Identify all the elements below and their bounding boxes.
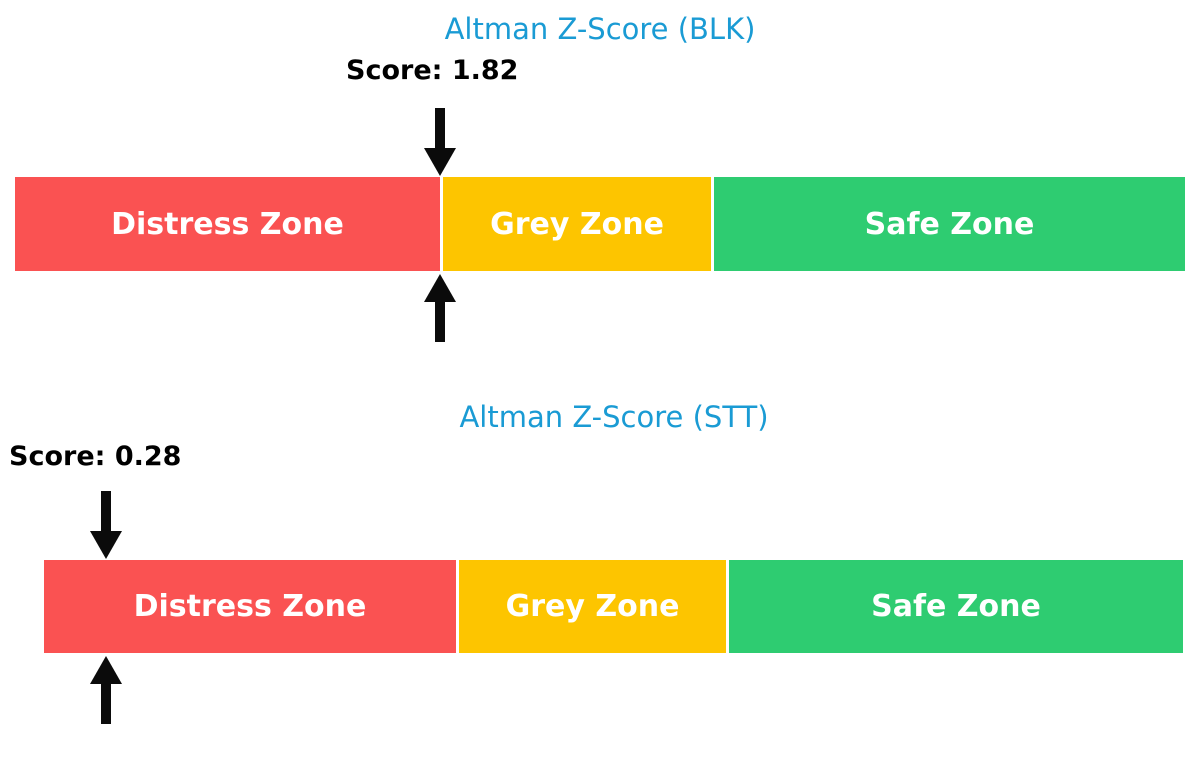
blk-score-arrow-down-icon <box>424 108 456 176</box>
stt-safe-zone-label: Safe Zone <box>871 589 1041 624</box>
stt-grey-zone-segment: Grey Zone <box>459 560 726 653</box>
stt-safe-zone-segment: Safe Zone <box>729 560 1183 653</box>
stt-grey-zone-label: Grey Zone <box>505 589 680 624</box>
blk-grey-zone-label: Grey Zone <box>490 206 664 242</box>
blk-distress-zone-segment: Distress Zone <box>15 177 440 271</box>
blk-distress-zone-label: Distress Zone <box>111 206 344 242</box>
blk-zone-bar: Distress Zone Grey Zone Safe Zone <box>0 177 1200 271</box>
blk-score-label: Score: 1.82 <box>346 55 519 86</box>
stt-score-arrow-up-icon <box>90 656 122 724</box>
blk-chart-title: Altman Z-Score (BLK) <box>444 12 756 46</box>
blk-grey-zone-segment: Grey Zone <box>443 177 711 271</box>
stt-distress-zone-segment: Distress Zone <box>44 560 456 653</box>
stt-score-arrow-down-icon <box>90 491 122 559</box>
stt-score-label: Score: 0.28 <box>9 441 182 472</box>
stt-chart-title: Altman Z-Score (STT) <box>459 400 769 434</box>
blk-score-arrow-up-icon <box>424 274 456 342</box>
stt-distress-zone-label: Distress Zone <box>133 589 367 624</box>
blk-safe-zone-segment: Safe Zone <box>714 177 1185 271</box>
blk-safe-zone-label: Safe Zone <box>864 206 1035 242</box>
stt-zone-bar: Distress Zone Grey Zone Safe Zone <box>0 560 1200 653</box>
